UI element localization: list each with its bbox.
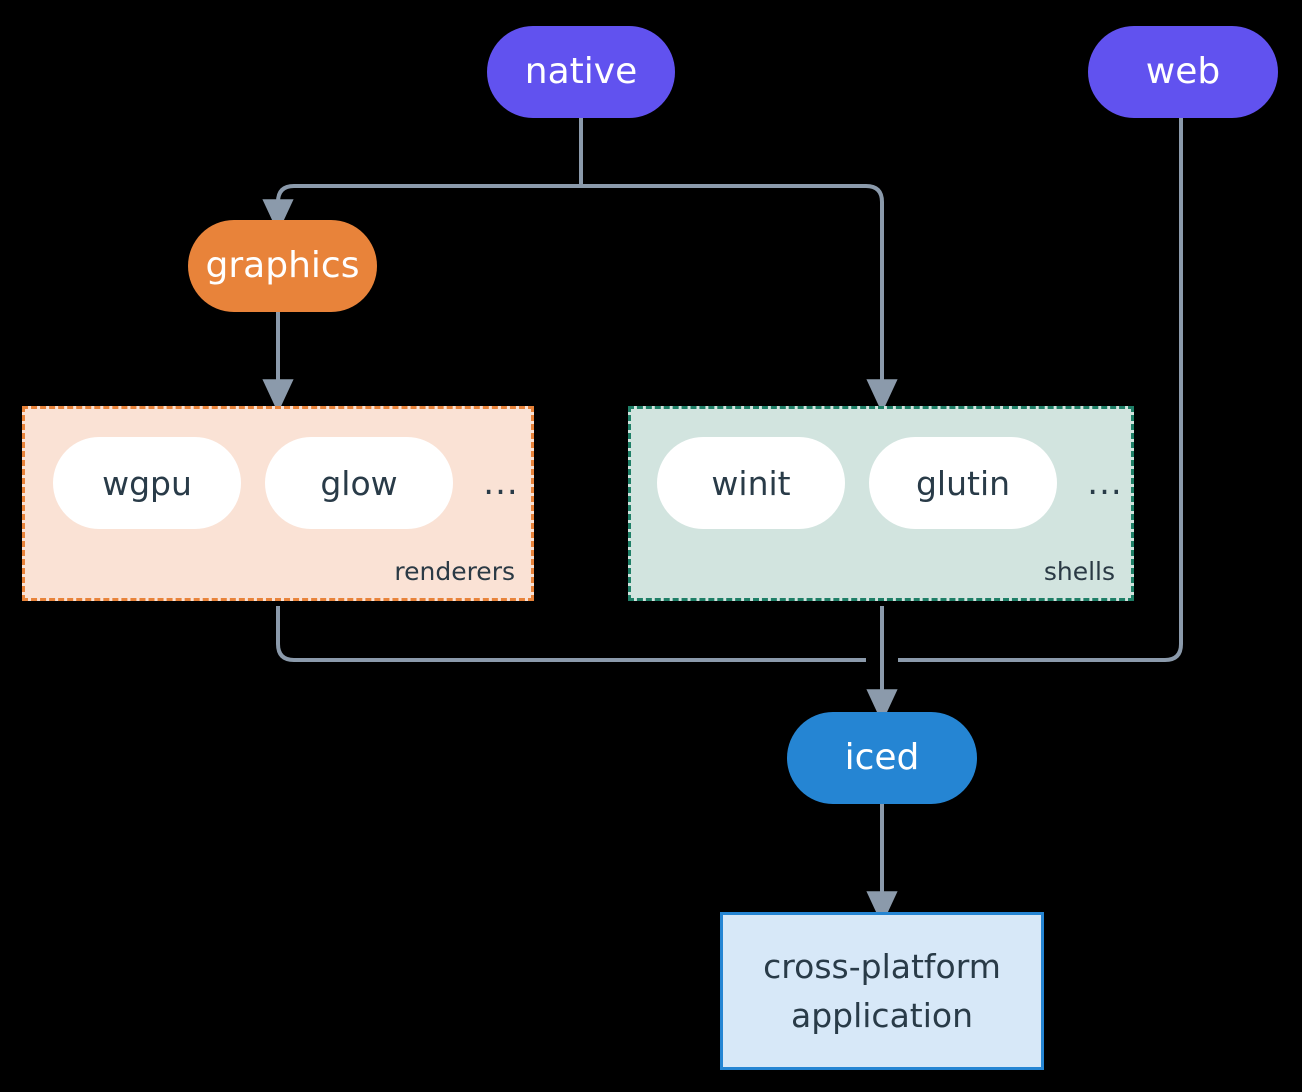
group-shells-label: shells <box>1043 557 1115 586</box>
node-native[interactable]: native <box>487 26 675 118</box>
group-item-glutin[interactable]: glutin <box>869 437 1057 529</box>
group-item-glow-label: glow <box>320 463 398 503</box>
edge-native-to-shells <box>581 184 898 413</box>
group-item-wgpu-label: wgpu <box>102 463 192 503</box>
group-shells-overflow-label: ... <box>1087 463 1123 503</box>
group-renderers-overflow-ellipsis: ... <box>477 437 525 529</box>
edge-renderers-to-iced <box>276 606 866 662</box>
node-application-line1: cross-platform <box>763 946 1001 986</box>
group-item-glow[interactable]: glow <box>265 437 453 529</box>
node-application-line2: application <box>790 996 974 1035</box>
group-shells: winit glutin ... shells <box>628 406 1134 601</box>
group-item-glutin-label: glutin <box>915 463 1011 503</box>
edge-native-to-graphics <box>262 184 581 233</box>
group-renderers: wgpu glow ... renderers <box>22 406 534 601</box>
node-graphics[interactable]: graphics <box>188 220 377 312</box>
group-renderers-label: renderers <box>394 557 515 586</box>
node-native-label: native <box>524 51 638 93</box>
node-iced[interactable]: iced <box>787 712 977 804</box>
node-iced-label: iced <box>844 737 920 779</box>
node-web-label: web <box>1145 51 1221 93</box>
group-item-winit[interactable]: winit <box>657 437 845 529</box>
group-renderers-overflow-label: ... <box>483 463 519 503</box>
group-shells-overflow-ellipsis: ... <box>1081 437 1129 529</box>
node-application[interactable]: cross-platform application <box>720 912 1044 1070</box>
node-web[interactable]: web <box>1088 26 1278 118</box>
group-item-wgpu[interactable]: wgpu <box>53 437 241 529</box>
group-item-winit-label: winit <box>711 463 791 503</box>
node-graphics-label: graphics <box>205 245 360 287</box>
